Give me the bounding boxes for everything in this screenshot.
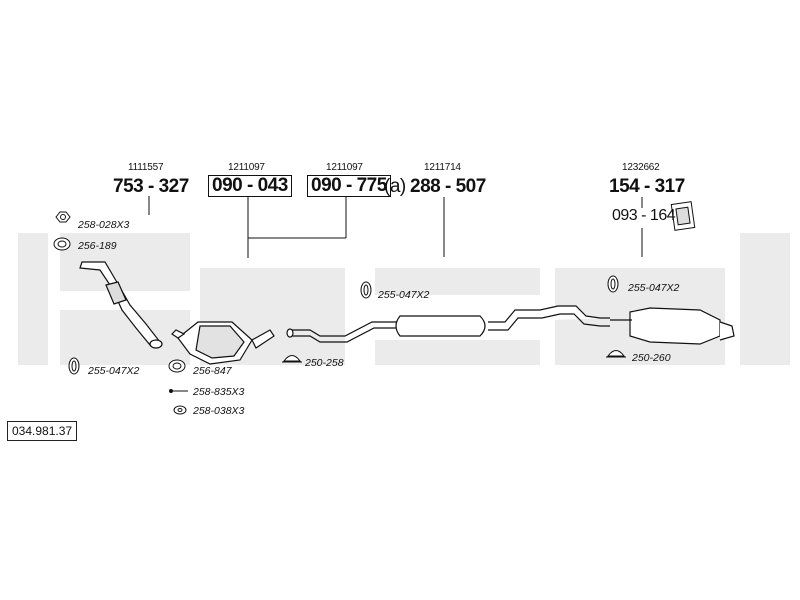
clamp-rear-label: 255-047X2 — [628, 282, 680, 294]
nut2-label: 258-038X3 — [193, 405, 245, 417]
background-block — [375, 340, 540, 365]
background-block — [60, 310, 190, 365]
middle-silencer-small-number: 1211714 — [424, 162, 461, 173]
front-pipe-icon — [79, 261, 163, 349]
background-block — [18, 233, 48, 365]
catalyst-icon — [171, 321, 275, 365]
clamp-middle-label: 255-047X2 — [378, 289, 430, 301]
hanger-kit-icon — [670, 201, 696, 231]
catalyst-code: 090 - 043 — [208, 175, 292, 197]
reference-number: 034.981.37 — [7, 421, 78, 441]
background-block — [740, 233, 790, 365]
background-block — [375, 268, 540, 295]
middle-pipe-icon — [286, 321, 400, 343]
middle-pipe-code: 090 - 775 — [307, 175, 391, 197]
nut-label: 258-028X3 — [78, 219, 130, 231]
rear-silencer-icon — [610, 307, 735, 345]
middle-silencer-icon — [395, 305, 610, 337]
catalyst-small-number: 1211097 — [228, 162, 265, 173]
rear-silencer-small-number: 1232662 — [622, 162, 660, 173]
middle-pipe-small-number: 1211097 — [326, 162, 363, 173]
clamp-250-260-label: 250-260 — [632, 352, 671, 364]
rear-silencer-code: 154 - 317 — [609, 176, 685, 197]
middle-silencer-code: 288 - 507 — [410, 176, 486, 197]
middle-pipe-suffix: (a) — [384, 176, 406, 197]
clamp-u-icon — [607, 350, 625, 357]
bolt-label: 258-835X3 — [193, 386, 245, 398]
front-pipe-code: 753 - 327 — [113, 176, 189, 197]
front-pipe-small-number: 1111557 — [128, 162, 164, 173]
clamp-u-icon — [283, 355, 301, 362]
clamp-250-258-label: 250-258 — [305, 357, 344, 369]
clamp-front-label: 255-047X2 — [88, 365, 140, 377]
ring-cat-label: 256-847 — [193, 365, 232, 377]
hanger-kit-code: 093 - 164 — [612, 207, 676, 224]
gasket-label: 256-189 — [78, 240, 117, 252]
